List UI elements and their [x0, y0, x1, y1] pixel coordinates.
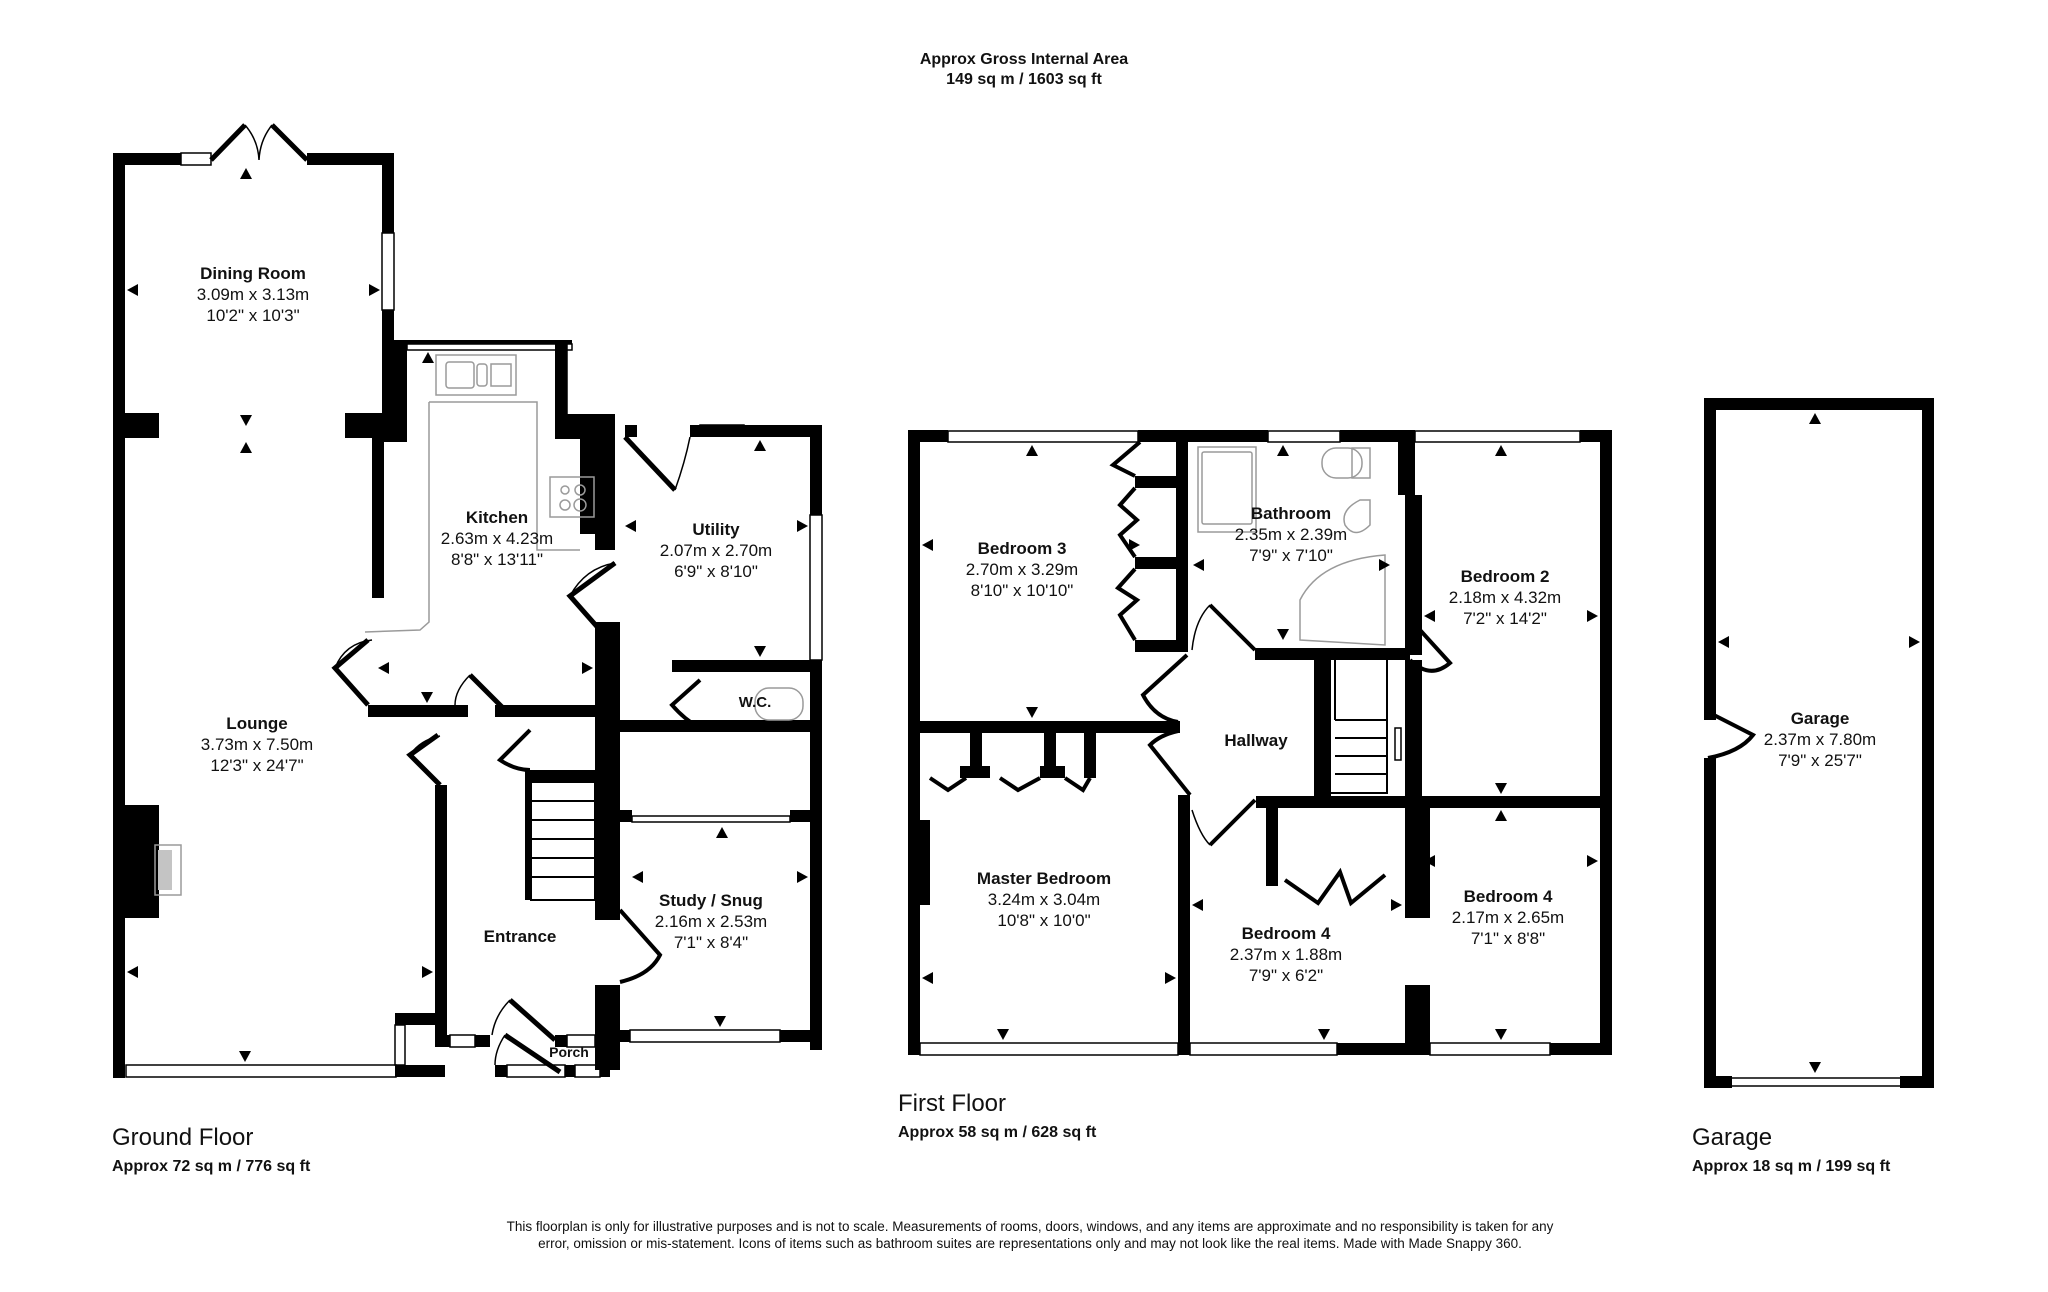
room-imperial: 7'9" x 25'7" [1778, 751, 1862, 770]
room-imperial: 12'3" x 24'7" [210, 756, 304, 775]
room-name: Dining Room [200, 264, 306, 283]
room-name: Hallway [1224, 731, 1288, 750]
garage-windows [1704, 762, 1900, 1087]
garage-walls [1704, 398, 1934, 1088]
room-metric: 2.18m x 4.32m [1448, 588, 1562, 607]
room-kitchen: Kitchen 2.63m x 4.23m 8'8" x 13'11" [441, 507, 553, 570]
room-name: Kitchen [465, 508, 529, 527]
room-name: Utility [692, 520, 740, 539]
fireplace-hearth [158, 850, 172, 890]
room-imperial: 7'2" x 14'2" [1463, 609, 1547, 628]
floor-name: Garage [1692, 1124, 1773, 1151]
first-floor-stairs [1316, 654, 1388, 794]
room-lounge: Lounge 3.73m x 7.50m 12'3" x 24'7" [201, 713, 313, 776]
room-metric: 2.63m x 4.23m [440, 529, 554, 548]
room-dining: Dining Room 3.09m x 3.13m 10'2" x 10'3" [197, 263, 309, 326]
room-bedroom-4-large: Bedroom 4 2.17m x 2.65m 7'1" x 8'8" [1452, 886, 1564, 949]
room-metric: 2.16m x 2.53m [654, 912, 768, 931]
room-metric: 2.70m x 3.29m [965, 560, 1079, 579]
first-floor-doors [928, 440, 1453, 907]
room-hallway: Hallway [1224, 730, 1287, 751]
room-imperial: 8'10" x 10'10" [970, 581, 1074, 600]
room-name: Study / Snug [659, 891, 763, 910]
room-metric: 2.37m x 7.80m [1763, 730, 1877, 749]
caption-first-floor: First Floor Approx 58 sq m / 628 sq ft [898, 1090, 1096, 1144]
room-name: Bedroom 4 [1463, 887, 1553, 906]
first-floor-walls [908, 430, 1612, 1055]
room-imperial: 10'8" x 10'0" [997, 911, 1091, 930]
room-wc: W.C. [738, 694, 772, 711]
room-metric: 2.07m x 2.70m [659, 541, 773, 560]
gross-internal-area: Approx Gross Internal Area 149 sq m / 16… [0, 50, 2048, 90]
first-floor-windows [919, 430, 1581, 1056]
room-bedroom-3: Bedroom 3 2.70m x 3.29m 8'10" x 10'10" [966, 538, 1078, 601]
room-name: Bedroom 3 [977, 539, 1067, 558]
room-imperial: 7'9" x 6'2" [1248, 966, 1324, 985]
gia-value: 149 sq m / 1603 sq ft [946, 71, 1102, 88]
floor-area: Approx 72 sq m / 776 sq ft [112, 1158, 311, 1175]
room-metric: 2.17m x 2.65m [1451, 908, 1565, 927]
floor-name: First Floor [898, 1090, 1006, 1117]
room-name: Entrance [483, 927, 557, 946]
ground-floor-doors [209, 123, 702, 1075]
floor-area: Approx 18 sq m / 199 sq ft [1692, 1158, 1891, 1175]
room-metric: 3.73m x 7.50m [200, 735, 314, 754]
caption-garage: Garage Approx 18 sq m / 199 sq ft [1692, 1124, 1890, 1178]
room-utility: Utility 2.07m x 2.70m 6'9" x 8'10" [660, 519, 772, 582]
room-porch: Porch [549, 1044, 589, 1060]
room-imperial: 7'1" x 8'4" [673, 933, 749, 952]
room-name: Garage [1790, 709, 1850, 728]
room-metric: 2.35m x 2.39m [1234, 525, 1348, 544]
room-master-bedroom: Master Bedroom 3.24m x 3.04m 10'8" x 10'… [977, 868, 1111, 931]
room-name: Lounge [226, 714, 288, 733]
room-imperial: 10'2" x 10'3" [206, 306, 300, 325]
room-name: Bedroom 4 [1241, 924, 1331, 943]
room-metric: 2.37m x 1.88m [1229, 945, 1343, 964]
room-bedroom-4-small: Bedroom 4 2.37m x 1.88m 7'9" x 6'2" [1230, 923, 1342, 986]
floor-area: Approx 58 sq m / 628 sq ft [898, 1124, 1097, 1141]
caption-ground-floor: Ground Floor Approx 72 sq m / 776 sq ft [112, 1124, 310, 1178]
room-study: Study / Snug 2.16m x 2.53m 7'1" x 8'4" [655, 890, 767, 953]
room-entrance: Entrance [484, 926, 557, 947]
room-bedroom-2: Bedroom 2 2.18m x 4.32m 7'2" x 14'2" [1449, 566, 1561, 629]
room-bathroom: Bathroom 2.35m x 2.39m 7'9" x 7'10" [1235, 503, 1347, 566]
room-imperial: 7'1" x 8'8" [1470, 929, 1546, 948]
room-imperial: 6'9" x 8'10" [674, 562, 758, 581]
room-garage: Garage 2.37m x 7.80m 7'9" x 25'7" [1764, 708, 1876, 771]
gia-title: Approx Gross Internal Area [919, 51, 1129, 68]
room-name: Bedroom 2 [1460, 567, 1550, 586]
room-metric: 3.24m x 3.04m [987, 890, 1101, 909]
garage-side-door [1707, 710, 1757, 760]
kitchen-fixtures [154, 354, 804, 896]
room-name: Master Bedroom [976, 869, 1112, 888]
dimension-markers [127, 168, 1920, 1073]
bathroom-fixtures [1197, 446, 1386, 646]
ground-floor-windows [125, 152, 823, 1078]
ground-floor-stairs [530, 781, 596, 901]
floor-name: Ground Floor [112, 1124, 254, 1151]
room-imperial: 8'8" x 13'11" [451, 550, 543, 569]
room-name: Bathroom [1250, 504, 1332, 523]
room-imperial: 7'9" x 7'10" [1249, 546, 1333, 565]
disclaimer-text: This floorplan is only for illustrative … [506, 1219, 1554, 1251]
room-metric: 3.09m x 3.13m [196, 285, 310, 304]
